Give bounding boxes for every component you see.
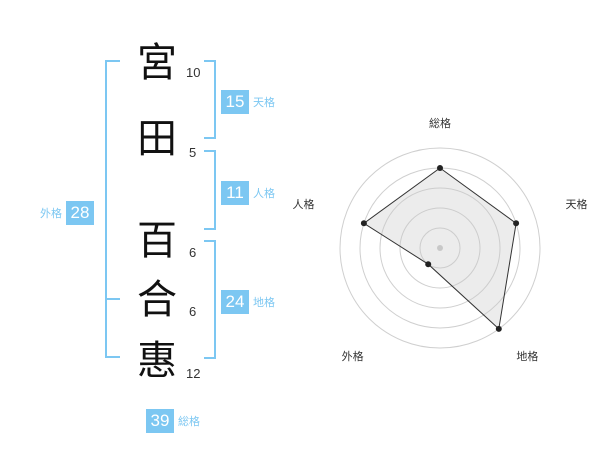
stroke-count-1: 10 [186, 65, 201, 80]
tenkaku-value: 15 [221, 90, 249, 114]
radar-ring-2 [399, 207, 481, 289]
radar-point-2 [513, 220, 520, 227]
stroke-count-3: 6 [189, 245, 197, 260]
radar-point-3 [495, 325, 502, 332]
radar-axis-label-5: 人格 [293, 197, 315, 211]
name-char-3: 百 [137, 218, 177, 264]
radar-axis-label-3: 地格 [516, 349, 538, 363]
jinkaku-badge: 11 人格 [221, 181, 275, 205]
name-char-2: 田 [137, 116, 177, 162]
chikaku-value: 24 [221, 290, 249, 314]
tenkaku-badge: 15 天格 [221, 90, 275, 114]
name-char-4: 合 [137, 277, 177, 323]
radar-axis-label-4: 外格 [342, 349, 364, 363]
name-char-1: 宮 [137, 40, 177, 86]
gaikaku-badge: 外格 28 [40, 201, 94, 225]
gaikaku-value: 28 [66, 201, 94, 225]
soukaku-value: 39 [146, 409, 174, 433]
radar-point-5 [360, 220, 367, 227]
radar-axis-label-1: 総格 [429, 116, 451, 130]
stroke-count-2: 5 [189, 145, 197, 160]
gaikaku-label: 外格 [40, 207, 62, 220]
chikaku-label: 地格 [253, 296, 275, 309]
jinkaku-value: 11 [221, 181, 249, 205]
radar-axis-label-2: 天格 [566, 197, 588, 211]
soukaku-badge: 39 総格 [146, 409, 200, 433]
radar-point-4 [425, 261, 432, 268]
name-char-5: 惠 [137, 338, 177, 384]
chikaku-bracket [204, 240, 216, 359]
gaikaku-bracket-tick [105, 298, 120, 300]
stroke-count-5: 12 [186, 366, 201, 381]
stroke-count-4: 6 [189, 304, 197, 319]
gaikaku-bracket [105, 60, 120, 358]
tenkaku-bracket [204, 60, 216, 139]
soukaku-label: 総格 [178, 415, 200, 428]
radar-point-1 [437, 165, 443, 171]
jinkaku-bracket [204, 150, 216, 230]
radar-ring-3 [379, 187, 501, 309]
radar-ring-1 [419, 227, 461, 269]
radar-center [437, 245, 443, 251]
tenkaku-label: 天格 [253, 96, 275, 109]
jinkaku-label: 人格 [253, 187, 275, 200]
chikaku-badge: 24 地格 [221, 290, 275, 314]
